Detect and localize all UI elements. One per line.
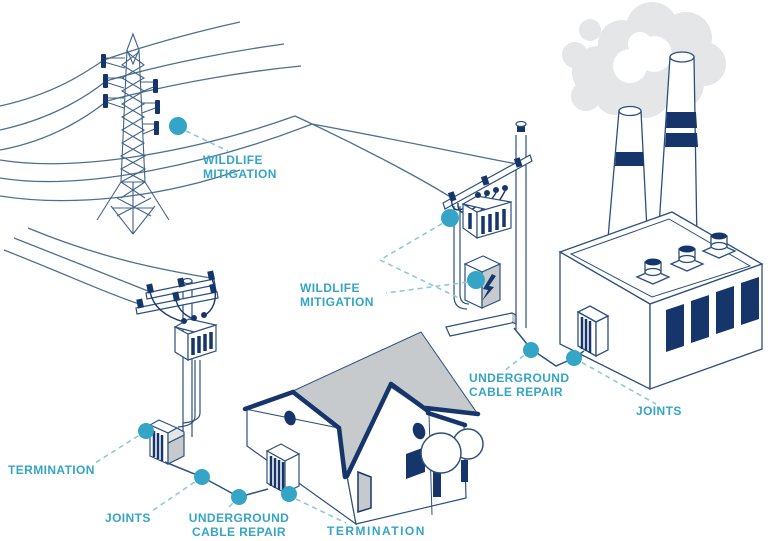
lightning-bolt-icon <box>482 274 496 301</box>
label-line: TERMINATION <box>327 524 426 538</box>
underground-cable-left <box>164 461 269 498</box>
lightning-service-box <box>463 255 502 309</box>
leader-line-termination-bottom <box>295 498 347 524</box>
label-joints-right: JOINTS <box>636 404 682 418</box>
plant-cabinet <box>576 305 610 358</box>
pole-transformer-mid <box>461 185 513 240</box>
transformer-bushings <box>475 185 508 198</box>
roof-vents <box>635 232 737 285</box>
tower-insulator-bars <box>101 54 160 135</box>
transmission-lines <box>0 21 518 202</box>
house-cabinet <box>265 443 301 495</box>
label-line: CABLE REPAIR <box>192 525 286 539</box>
roof-trim <box>242 381 481 480</box>
callout-dot-termination-bottom[interactable] <box>281 486 297 502</box>
callout-dot-ucr-right[interactable] <box>523 342 539 358</box>
label-line: WILDLIFE <box>203 153 263 167</box>
leader-line-tower-wildlife <box>185 130 229 152</box>
left-pole-wires <box>3 227 212 305</box>
label-line: JOINTS <box>636 404 682 418</box>
label-underground-cable-repair-right: UNDERGROUND CABLE REPAIR <box>469 371 569 399</box>
label-termination-bottom: TERMINATION <box>327 524 426 538</box>
house-door <box>357 470 372 514</box>
leader-line-pole-wildlife <box>379 218 477 300</box>
label-line: UNDERGROUND <box>469 371 570 385</box>
label-line: MITIGATION <box>300 295 374 309</box>
label-termination-left: TERMINATION <box>8 463 95 477</box>
label-line: UNDERGROUND <box>188 511 290 525</box>
callout-dot-tower-wildlife[interactable] <box>169 117 187 135</box>
leader-lines-right <box>503 349 657 405</box>
power-plant <box>558 2 764 391</box>
callout-dot-pole-wildlife-top[interactable] <box>441 209 459 227</box>
smokestacks <box>606 51 698 251</box>
label-line: WILDLIFE <box>300 281 360 295</box>
label-line: CABLE REPAIR <box>469 385 563 399</box>
house <box>242 331 484 526</box>
plant-building <box>558 211 764 391</box>
distribution-pole-mid <box>442 120 533 337</box>
callout-dot-joints-right[interactable] <box>566 350 582 366</box>
callout-dot-termination-left[interactable] <box>138 423 154 439</box>
attic-vent-right <box>412 422 426 440</box>
transmission-tower <box>96 32 170 235</box>
label-line: MITIGATION <box>203 167 277 181</box>
smoke-highlight <box>613 32 672 83</box>
label-wildlife-mitigation-tower: WILDLIFE MITIGATION <box>203 153 277 181</box>
trees <box>420 428 484 497</box>
attic-vent-left <box>284 410 296 426</box>
termination-pedestal <box>148 419 185 465</box>
pole-transformer-left <box>173 312 218 362</box>
label-joints-left: JOINTS <box>105 511 151 525</box>
distribution-pole-left <box>135 270 219 437</box>
callout-dot-pole-wildlife-bottom[interactable] <box>467 271 485 289</box>
label-line: TERMINATION <box>8 463 95 477</box>
callout-dot-ucr-bottom[interactable] <box>231 489 247 505</box>
house-window <box>406 447 425 479</box>
label-line: JOINTS <box>105 511 151 525</box>
label-underground-cable-repair-bottom: UNDERGROUND CABLE REPAIR <box>183 511 295 539</box>
plant-windows <box>666 277 759 352</box>
callout-dot-joints-left[interactable] <box>194 469 210 485</box>
label-wildlife-mitigation-pole: WILDLIFE MITIGATION <box>300 281 374 309</box>
